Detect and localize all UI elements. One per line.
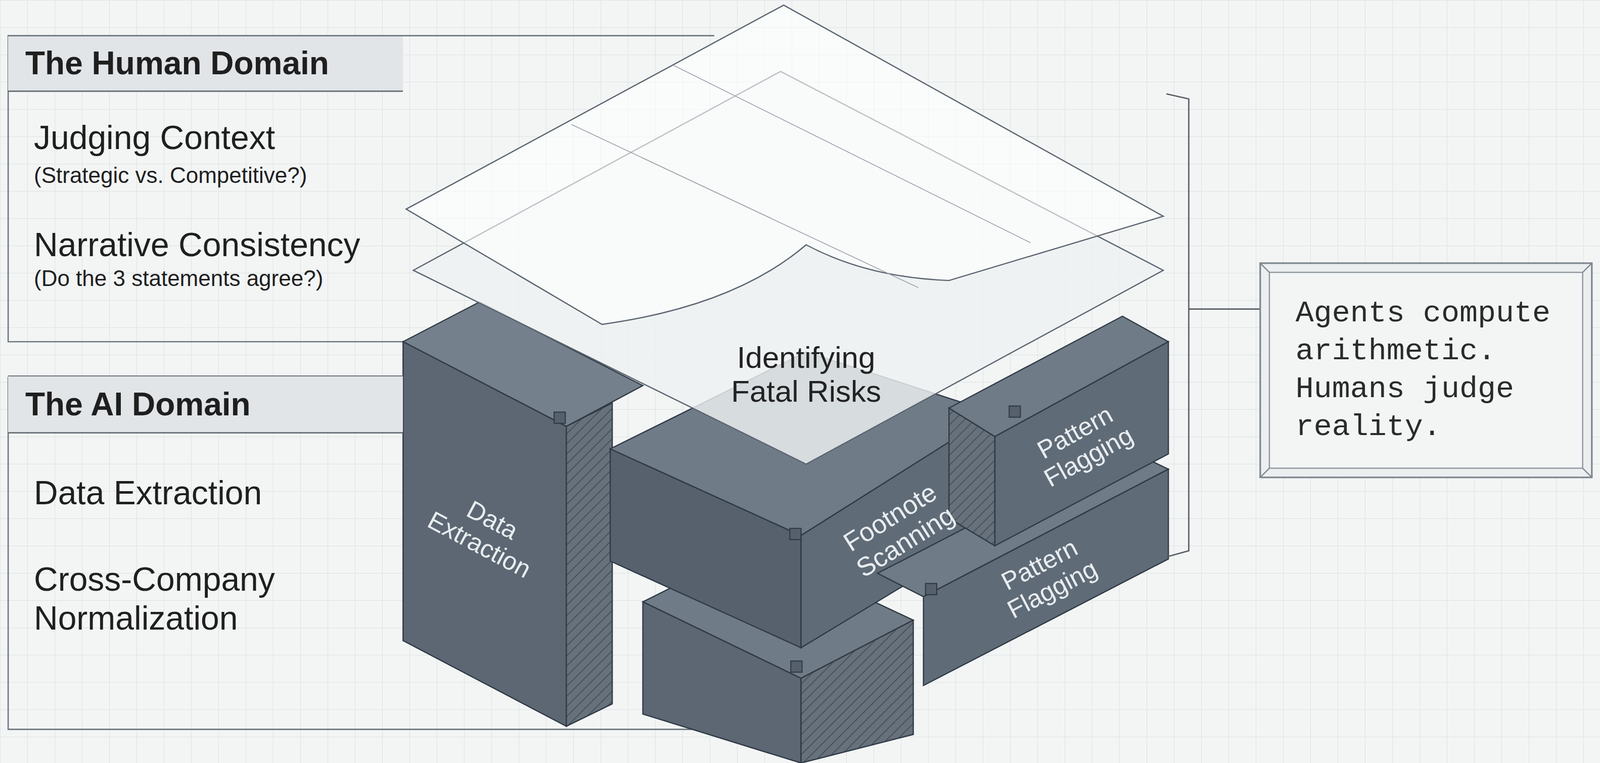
callout-box: Agents compute arithmetic. Humans judge … bbox=[1260, 263, 1592, 478]
sheet-text: Identifying Fatal Risks bbox=[710, 340, 903, 409]
panel-item: Judging Context bbox=[33, 118, 398, 157]
panel-note: (Do the 3 statements agree?) bbox=[33, 264, 398, 293]
block-text: Footnote Scanning bbox=[827, 470, 970, 589]
corner-cube bbox=[790, 661, 802, 673]
block-label: Pattern Flagging bbox=[979, 524, 1113, 630]
sheet-fold bbox=[673, 65, 1031, 243]
panel-item: Narrative Consistency bbox=[33, 225, 398, 264]
callout-frame bbox=[1269, 272, 1583, 469]
block-label: Data Extraction bbox=[417, 478, 555, 587]
corner-cube bbox=[1009, 405, 1021, 418]
block-text: Pattern Flagging bbox=[1015, 391, 1149, 499]
sheet bbox=[405, 5, 1164, 325]
block-label: Pattern Flagging bbox=[1015, 391, 1149, 499]
leader-line bbox=[1189, 308, 1261, 310]
corner-cube bbox=[925, 583, 937, 596]
block-face bbox=[994, 341, 1169, 546]
block-text: Data Extraction bbox=[417, 478, 555, 587]
callout-frame bbox=[1260, 468, 1270, 478]
domain-panel: The Human DomainJudging Context (Strategi… bbox=[8, 35, 403, 342]
block-text: Pattern Flagging bbox=[979, 524, 1113, 630]
sheet-label: Identifying Fatal Risks bbox=[710, 340, 903, 409]
corner-cube bbox=[554, 412, 566, 424]
callout-text: Agents compute arithmetic. Humans judge … bbox=[1295, 294, 1579, 447]
cut-face bbox=[566, 402, 613, 727]
panel-item: Data Extraction bbox=[33, 473, 358, 513]
callout-frame bbox=[1260, 263, 1270, 273]
domain-panel: The AI DomainData ExtractionCross-Compan… bbox=[8, 375, 403, 730]
block-label: Footnote Scanning bbox=[827, 470, 970, 589]
block-face bbox=[402, 341, 567, 727]
panel-note: (Strategic vs. Competitive?) bbox=[33, 161, 398, 190]
sheet-fold bbox=[571, 124, 919, 288]
callout-frame bbox=[1582, 468, 1592, 478]
panel-heading: The Human Domain bbox=[8, 35, 403, 93]
cut-face bbox=[801, 620, 914, 763]
corner-cube bbox=[789, 528, 801, 540]
panel-heading: The AI Domain bbox=[8, 375, 403, 434]
callout-frame bbox=[1582, 263, 1592, 273]
panel-item: Cross-Company Normalization bbox=[33, 560, 338, 638]
callout-frame bbox=[1260, 263, 1592, 478]
bracket bbox=[1166, 94, 1189, 558]
